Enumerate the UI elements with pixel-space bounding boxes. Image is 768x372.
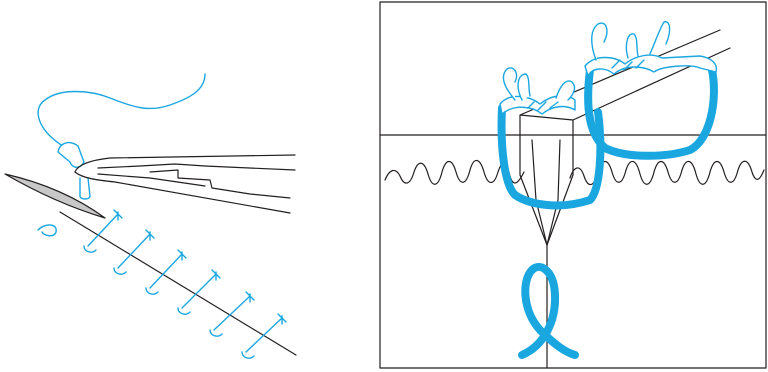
suture-stitch xyxy=(114,230,154,274)
needle-holder-grip xyxy=(205,166,295,170)
needle-holder-upper-jaw xyxy=(75,155,295,172)
needle-holder-inner-line-a xyxy=(98,164,205,168)
left-illustration xyxy=(5,74,296,358)
wound-edges xyxy=(520,135,573,245)
incision-line xyxy=(60,212,296,355)
interrupted-sutures xyxy=(84,210,286,358)
diagram-frame xyxy=(380,2,766,368)
right-illustration xyxy=(380,2,766,368)
suture-stitch xyxy=(146,250,186,294)
suture-knot-stub xyxy=(80,178,90,199)
skin-ridge xyxy=(520,30,730,135)
suture-loop xyxy=(58,143,84,168)
suture-lower-loop xyxy=(522,267,575,355)
needle-holder-inner-line-b xyxy=(98,174,205,186)
suture-back-loop xyxy=(588,70,714,156)
suture-hook xyxy=(38,225,56,236)
needle-holder xyxy=(75,155,295,213)
suture-stitch xyxy=(178,270,220,314)
back-knot xyxy=(585,22,716,76)
wound-inner-a xyxy=(532,140,547,245)
suture-front-loop xyxy=(502,108,601,205)
needle-holder-box-lock xyxy=(150,170,290,198)
suture-thread-tail xyxy=(38,74,205,150)
suture-stitch xyxy=(210,292,254,336)
front-knot xyxy=(500,68,575,114)
wound-inner-b xyxy=(547,140,560,245)
